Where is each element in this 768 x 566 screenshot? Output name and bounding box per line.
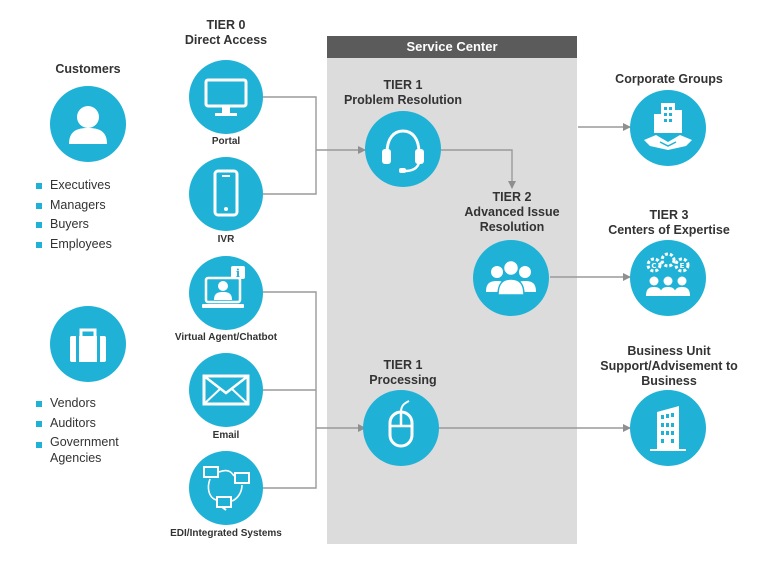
tier3-title: TIER 3 Centers of Expertise bbox=[608, 208, 730, 237]
portal-label: Portal bbox=[211, 136, 241, 147]
tier2-title: TIER 2 Advanced Issue Resolution bbox=[464, 190, 560, 234]
monitor-icon bbox=[189, 60, 263, 134]
corporate-groups-title: Corporate Groups bbox=[615, 72, 723, 86]
list-item: Auditors bbox=[36, 414, 146, 434]
chatbot-agent-icon: i bbox=[189, 256, 263, 330]
ivr-label: IVR bbox=[217, 234, 235, 245]
customer-org-list: Vendors Auditors Government Agencies bbox=[36, 394, 146, 466]
group-icon bbox=[473, 240, 549, 316]
chatbot-connector bbox=[260, 291, 317, 428]
customer-people-list: Executives Managers Buyers Employees bbox=[36, 176, 112, 254]
svg-text:i: i bbox=[236, 267, 240, 280]
business-unit-title: Business Unit Support/Advisement to Busi… bbox=[600, 344, 738, 388]
edi-connector bbox=[260, 428, 317, 489]
list-item: Executives bbox=[36, 176, 112, 196]
person-icon bbox=[50, 86, 126, 162]
mouse-icon bbox=[363, 390, 439, 466]
tier1-to-tier2-arrow bbox=[440, 149, 516, 189]
chatbot-label: Virtual Agent/Chatbot bbox=[174, 332, 278, 343]
tier0-title: TIER 0 Direct Access bbox=[184, 18, 268, 47]
list-item: Employees bbox=[36, 235, 112, 255]
briefcase-icon bbox=[50, 306, 126, 382]
svg-text:E: E bbox=[680, 262, 685, 270]
headset-icon bbox=[365, 111, 441, 187]
list-item: Managers bbox=[36, 196, 112, 216]
list-item: Buyers bbox=[36, 215, 112, 235]
customers-title: Customers bbox=[55, 62, 121, 76]
tier1-processing-title: TIER 1 Processing bbox=[369, 358, 437, 387]
tier1-resolution-title: TIER 1 Problem Resolution bbox=[343, 78, 463, 107]
envelope-icon bbox=[189, 353, 263, 427]
edi-label: EDI/Integrated Systems bbox=[170, 528, 282, 539]
list-item: Government Agencies bbox=[36, 433, 146, 466]
ivr-connector bbox=[260, 150, 317, 195]
email-label: Email bbox=[212, 430, 240, 441]
building-handshake-icon bbox=[630, 90, 706, 166]
mobile-phone-icon bbox=[189, 157, 263, 231]
network-systems-icon bbox=[189, 451, 263, 525]
expertise-gears-icon: C E bbox=[630, 240, 706, 316]
list-item: Vendors bbox=[36, 394, 146, 414]
portal-connector bbox=[260, 96, 317, 150]
office-building-icon bbox=[630, 390, 706, 466]
svg-text:C: C bbox=[651, 262, 656, 270]
service-center-header: Service Center bbox=[327, 36, 577, 58]
